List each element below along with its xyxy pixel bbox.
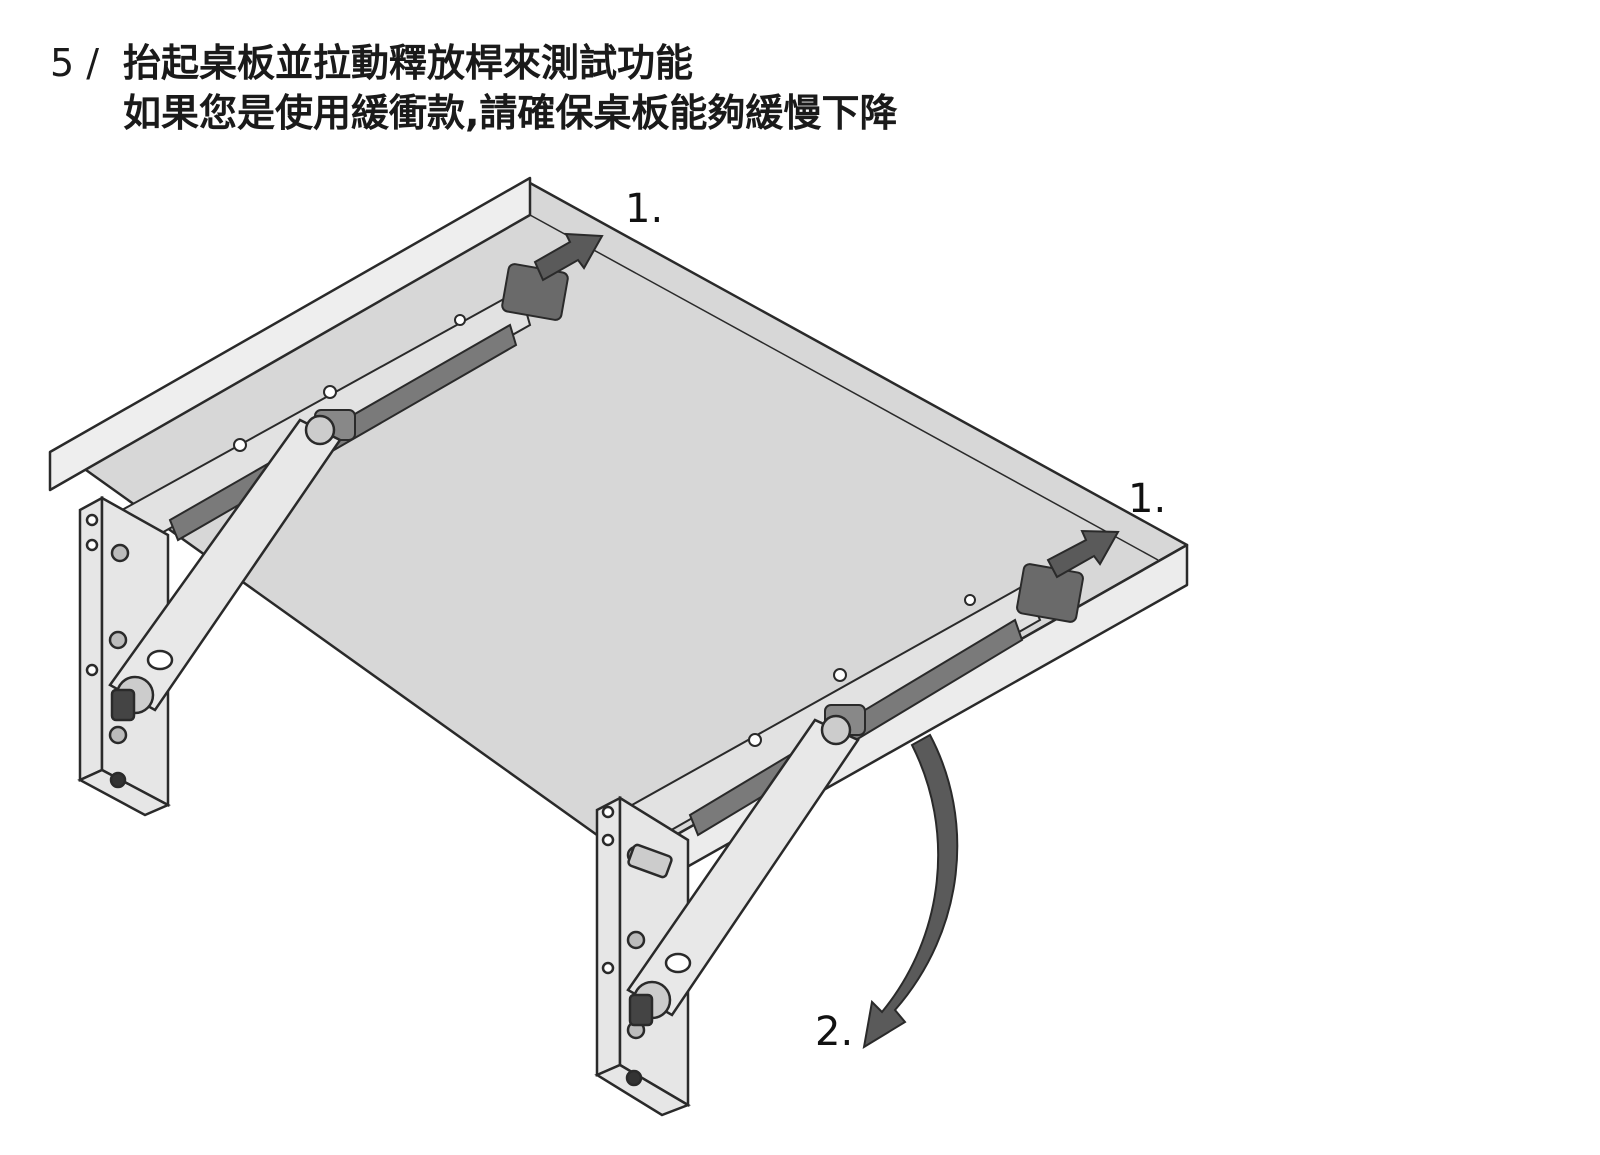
pull-arrow-rear	[533, 232, 604, 282]
pull-arrow-front	[1046, 529, 1120, 579]
strut-left	[108, 414, 342, 722]
callout-lower: 2.	[815, 1009, 853, 1055]
step-number: 5 /	[50, 41, 100, 85]
board-inner-line	[529, 214, 1159, 561]
callout-pull-front: 1.	[1128, 476, 1166, 522]
instruction-line-2: 如果您是使用緩衝款,請確保桌板能夠緩慢下降	[123, 91, 898, 135]
callout-pull-rear: 1.	[625, 186, 663, 232]
strut-right	[626, 714, 860, 1027]
instruction-line-1: 抬起桌板並拉動釋放桿來測試功能	[123, 41, 694, 85]
lower-arrow	[862, 733, 959, 1050]
